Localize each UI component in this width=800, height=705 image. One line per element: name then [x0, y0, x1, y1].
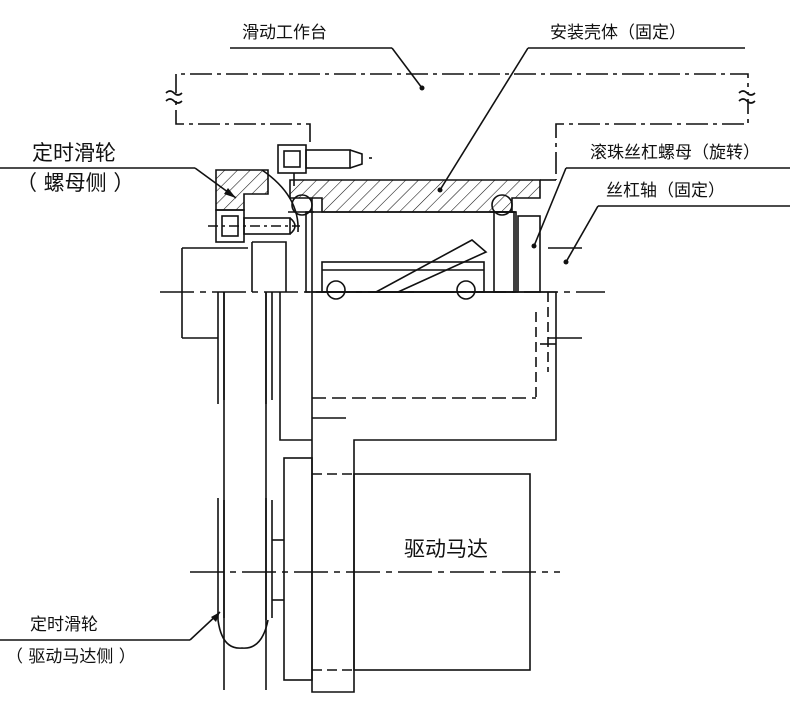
- label-pulley-motor-side-2: （ 驱动马达侧 ）: [6, 647, 136, 667]
- drive-motor: [190, 473, 560, 671]
- label-pulley-motor-side-1: 定时滑轮: [30, 615, 98, 635]
- housing: [289, 179, 556, 293]
- leader-arrows: [211, 85, 569, 622]
- label-screw-shaft: 丝杠轴（固定）: [606, 181, 725, 201]
- sliding-table: [165, 73, 756, 180]
- label-drive-motor: 驱动马达: [404, 537, 488, 561]
- label-sliding-table: 滑动工作台: [242, 23, 327, 43]
- timing-pulley-nut-side: [208, 169, 300, 292]
- timing-belt: [217, 292, 313, 690]
- leader-lines: [0, 47, 790, 641]
- motor-bracket: [279, 291, 557, 693]
- label-housing: 安装壳体（固定）: [550, 23, 686, 43]
- label-pulley-nut-side-2: （ 螺母侧 ）: [16, 171, 134, 195]
- mounting-bolt: [277, 144, 372, 186]
- label-ball-screw-nut: 滚珠丝杠螺母（旋转）: [590, 143, 760, 163]
- label-pulley-nut-side-1: 定时滑轮: [32, 141, 116, 165]
